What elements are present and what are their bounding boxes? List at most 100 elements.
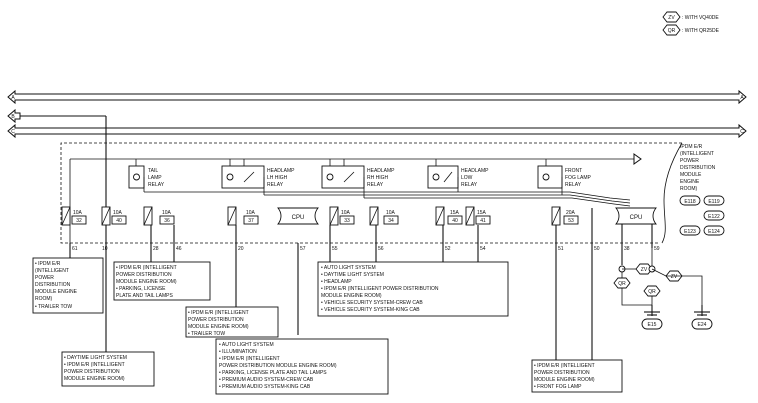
fuse-10a-33-num: 33 [344, 218, 350, 224]
fuse-10a-40-amp: 10A [113, 210, 123, 216]
terminal-54: 54 [480, 246, 486, 252]
fuse-10a-36-numbox [159, 215, 175, 225]
connector-e123-shape [679, 225, 701, 236]
relay-front-fog: FRONT FOG LAMP RELAY [537, 159, 592, 189]
ground-e24-shape [691, 318, 713, 330]
ipdm-wavy-edge [661, 142, 683, 244]
ipdm-dashed-border [60, 142, 682, 244]
note-daytime-line1: • DAYTIME LIGHT SYSTEM [64, 355, 127, 361]
fuse-15a-41-num: 41 [480, 218, 486, 224]
connector-e119-shape [703, 195, 725, 206]
note-auto-light-line6: • VEHICLE SECURITY SYSTEM-CREW CAB [321, 300, 423, 306]
note-ipdm-trailer-line5: MODULE ENGINE [35, 289, 78, 295]
ground-e15-shape [641, 318, 663, 330]
relay-fog-line1: FRONT [565, 168, 582, 174]
fuse-10a-34-amp: 10A [386, 210, 396, 216]
fuse-15a-41-amp: 15A [477, 210, 487, 216]
relay-headlamp-low: HEADLAMP LOW RELAY [427, 159, 489, 189]
fuse-10a-36-num: 36 [164, 218, 170, 224]
relay-fog-line2: FOG LAMP [565, 175, 592, 181]
note-daytime: • DAYTIME LIGHT SYSTEM • IPDM E/R (INTEL… [61, 351, 155, 387]
terminal-numbers: 61 10 28 46 20 57 55 56 52 54 51 50 38 5… [72, 246, 660, 252]
legend-text-qr: : WITH QR25DE [682, 28, 720, 34]
relay-tail: TAIL LAMP RELAY [128, 159, 165, 189]
note-illumination-line4: POWER DISTRIBUTION MODULE ENGINE ROOM) [219, 363, 337, 369]
relay-fog-box [537, 165, 563, 189]
legend-text-zv: : WITH VQ40DE [682, 15, 719, 21]
ground-switch: ZV ZV QR QR [613, 248, 710, 316]
relay-rh-coil [326, 173, 334, 181]
note-ipdm-trailer2: • IPDM E/R (INTELLIGENT POWER DISTRIBUTI… [185, 306, 279, 338]
cpu-right: CPU [615, 207, 657, 225]
fuse-15a-41: 15A 41 [465, 206, 491, 226]
terminal-55: 55 [332, 246, 338, 252]
cpu-right-shape [615, 207, 657, 225]
terminal-50: 50 [594, 246, 600, 252]
note-ipdm-trailer-line3: POWER [35, 275, 54, 281]
bus-a-label-right: A [740, 95, 744, 101]
note-daytime-line2: • IPDM E/R (INTELLIGENT [64, 362, 125, 368]
note-ipdm-trailer: • IPDM E/R (INTELLIGENT POWER DISTRIBUTI… [32, 243, 104, 314]
relay-lh-coil [226, 173, 234, 181]
relay-tail-coil [133, 173, 140, 181]
relay-feed-arrow [633, 153, 642, 165]
cpu-center: CPU [277, 207, 319, 225]
note-auto-light-line2: • DAYTIME LIGHT SYSTEM [321, 272, 384, 278]
relay-out-wire-3 [364, 197, 631, 207]
connector-e124-shape [703, 225, 725, 236]
fuse-20a-53-amp: 20A [566, 210, 576, 216]
fuse-10a-37-link [227, 206, 237, 226]
fuse-15a-40-amp: 15A [450, 210, 460, 216]
note-daytime-line3: POWER DISTRIBUTION [64, 369, 120, 375]
ipdm-title-1: IPDM E/R [680, 144, 703, 150]
relay-rh-line2: RH HIGH [367, 175, 389, 181]
relay-lh-line3: RELAY [267, 182, 284, 188]
terminal-38: 38 [624, 246, 630, 252]
note-ipdm-trailer-line7: • TRAILER TOW [35, 304, 72, 310]
terminal-28: 28 [153, 246, 159, 252]
relay-low-coil [432, 173, 440, 181]
connector-e123-label: E123 [684, 229, 696, 235]
note-fog-line1: • IPDM E/R (INTELLIGENT [534, 363, 595, 369]
terminal-57: 57 [300, 246, 306, 252]
relay-rh-switch [343, 171, 355, 183]
bus-b: B [7, 108, 106, 124]
note-ipdm-parking-line4: • PARKING, LICENSE [116, 286, 166, 292]
note-auto-light-line5: MODULE ENGINE ROOM) [321, 293, 382, 299]
note-ipdm-parking-line3: MODULE ENGINE ROOM) [116, 279, 177, 285]
fuse-10a-32-link [61, 206, 71, 226]
bus-a: A A [7, 89, 747, 105]
note-ipdm-parking-line5: PLATE AND TAIL LAMPS [116, 293, 173, 299]
legend-item-qr: QR : WITH QR25DE [662, 24, 720, 36]
note-auto-light-line7: • VEHICLE SECURITY SYSTEM-KING CAB [321, 307, 420, 313]
connector-e119: E119 [703, 195, 725, 206]
note-daytime-line4: MODULE ENGINE ROOM) [64, 376, 125, 382]
terminal-56: 56 [378, 246, 384, 252]
note-ipdm-parking-line1: • IPDM E/R (INTELLIGENT [116, 265, 177, 271]
relay-out-wire-2 [264, 194, 631, 204]
ground-hex-qr-1 [613, 277, 631, 289]
note-auto-light-line1: • AUTO LIGHT SYSTEM [321, 265, 376, 271]
fuse-10a-37: 10A 37 [227, 206, 259, 226]
cpu-center-label: CPU [292, 215, 305, 221]
relay-tail-line1: TAIL [148, 168, 158, 174]
relay-rh-line3: RELAY [367, 182, 384, 188]
note-ipdm-parking: • IPDM E/R (INTELLIGENT POWER DISTRIBUTI… [113, 261, 211, 301]
relay-lh-line2: LH HIGH [267, 175, 288, 181]
fuse-10a-32: 10A 32 [61, 206, 87, 226]
note-ipdm-trailer-box [32, 257, 104, 314]
fuse-10a-36: 10A 36 [143, 206, 175, 226]
ipdm-enclosure: IPDM E/R (INTELLIGENT POWER DISTRIBUTION… [60, 142, 725, 244]
relay-headlamp-rh-high: HEADLAMP RH HIGH RELAY [321, 159, 395, 189]
fuse-10a-40-num: 40 [116, 218, 122, 224]
terminal-46: 46 [176, 246, 182, 252]
terminal-20: 20 [238, 246, 244, 252]
note-illumination-line6: • PREMIUM AUDIO SYSTEM-CREW CAB [219, 377, 314, 383]
fuse-10a-32-numbox [71, 215, 87, 225]
bus-a-label: A [11, 95, 15, 101]
connector-e124-label: E124 [708, 229, 720, 235]
legend-code-zv: ZV [668, 15, 675, 21]
legend-item-zv: ZV : WITH VQ40DE [662, 11, 719, 23]
fuse-10a-37-numbox [243, 215, 259, 225]
